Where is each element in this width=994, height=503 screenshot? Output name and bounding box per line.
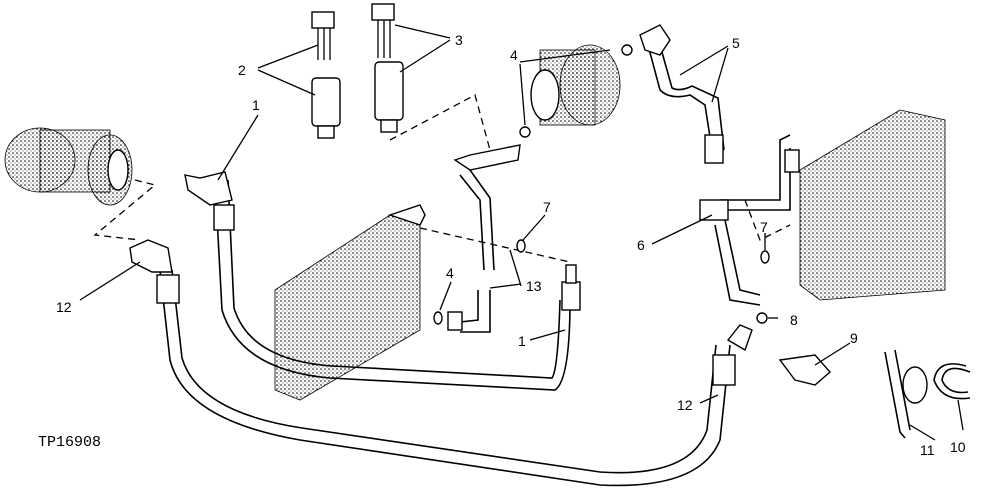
callout-13: 13: [526, 278, 542, 294]
evaporator: [799, 109, 946, 301]
callout-3: 3: [455, 32, 463, 48]
callout-1-upper: 1: [252, 97, 260, 113]
callout-7-lower: 7: [760, 219, 768, 235]
o-ring-4a: [519, 44, 633, 138]
pressure-switch-high: [371, 3, 404, 133]
callout-4-upper: 4: [510, 47, 518, 63]
callout-4-lower: 4: [446, 265, 454, 281]
callout-6: 6: [637, 237, 645, 253]
callout-1-lower: 1: [518, 333, 526, 349]
tube-13: [447, 144, 521, 333]
callout-8: 8: [790, 312, 798, 328]
callout-12-right: 12: [677, 397, 693, 413]
tube-11: [884, 349, 928, 439]
callout-7-upper: 7: [543, 199, 551, 215]
pressure-switch-low: [311, 11, 341, 139]
callout-9: 9: [850, 330, 858, 346]
leader-lines: [79, 24, 964, 441]
hose-12-lower: [129, 239, 753, 487]
callout-10: 10: [950, 439, 966, 455]
clamp-9: [778, 354, 831, 386]
compressor: [4, 127, 133, 206]
callout-12-left: 12: [56, 299, 72, 315]
o-ring-7b: [760, 250, 770, 264]
clip-10: [933, 363, 971, 400]
receiver-dryer: [530, 44, 621, 126]
figure-id: TP16908: [38, 434, 101, 451]
callout-11: 11: [920, 442, 935, 458]
o-ring-4b: [433, 311, 443, 325]
hose-5: [639, 24, 725, 164]
callout-5: 5: [732, 35, 740, 51]
callout-2: 2: [238, 62, 246, 78]
hose-1-upper: [184, 171, 581, 391]
o-ring-7a: [516, 239, 526, 253]
o-ring-8: [756, 312, 768, 324]
routing-guide-lines: [93, 94, 791, 263]
line-assembly-6: [699, 134, 800, 306]
condenser: [274, 204, 426, 401]
